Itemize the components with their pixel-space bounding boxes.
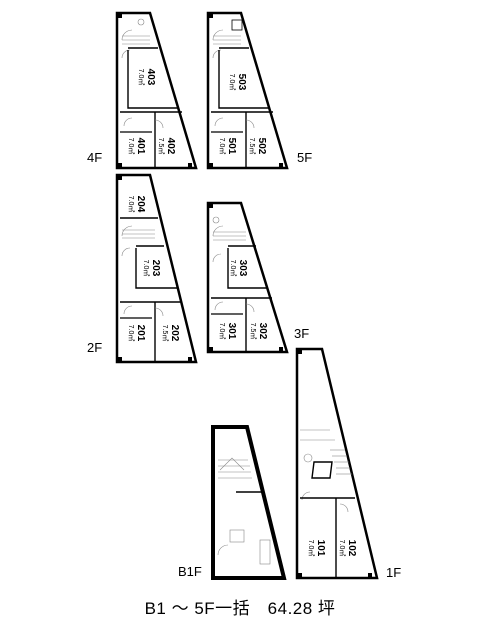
floor-label-2f: 2F	[87, 340, 102, 355]
floor-label-1f: 1F	[386, 565, 401, 580]
floor-b1f-plan	[211, 425, 287, 580]
room-number: 101	[315, 540, 326, 557]
room-number: 503	[236, 74, 247, 91]
room-area: 7.0㎡	[218, 138, 226, 155]
floor-2f-plan	[115, 173, 198, 364]
room-number: 302	[257, 323, 268, 340]
total-area-caption: B1 ～ 5F一括 64.28 坪	[144, 599, 336, 618]
room-area: 7.0㎡	[218, 323, 226, 340]
floor-label-4f: 4F	[87, 150, 102, 165]
room-number: 201	[135, 325, 146, 342]
room-number: 303	[237, 260, 248, 277]
room-area: 7.0㎡	[127, 138, 135, 155]
room-area: 7.5㎡	[249, 323, 257, 340]
room-area: 7.0㎡	[338, 540, 346, 557]
room-area: 7.0㎡	[228, 74, 236, 91]
room-number: 502	[256, 138, 267, 155]
floor-4f-plan	[115, 11, 198, 170]
room-number: 102	[346, 540, 357, 557]
room-area: 7.0㎡	[142, 260, 150, 277]
floor-label-5f: 5F	[297, 150, 312, 165]
room-number: 203	[150, 260, 161, 277]
room-area: 7.5㎡	[248, 138, 256, 155]
floor-1f-plan	[295, 347, 379, 580]
room-number: 402	[165, 138, 176, 155]
room-number: 301	[226, 323, 237, 340]
room-number: 401	[135, 138, 146, 155]
room-number: 202	[169, 325, 180, 342]
room-area: 7.5㎡	[157, 138, 165, 155]
room-area: 7.0㎡	[127, 196, 135, 213]
floor-label-b1f: B1F	[178, 564, 202, 579]
room-area: 7.0㎡	[127, 325, 135, 342]
room-area: 7.0㎡	[229, 260, 237, 277]
room-number: 403	[145, 69, 156, 86]
floor-3f-plan	[206, 201, 289, 354]
room-area: 7.0㎡	[307, 540, 315, 557]
floor-5f-plan	[206, 11, 289, 170]
floor-label-3f: 3F	[294, 326, 309, 341]
room-number: 204	[135, 196, 146, 213]
room-number: 501	[226, 138, 237, 155]
room-area: 7.5㎡	[161, 325, 169, 342]
room-area: 7.0㎡	[137, 69, 145, 86]
